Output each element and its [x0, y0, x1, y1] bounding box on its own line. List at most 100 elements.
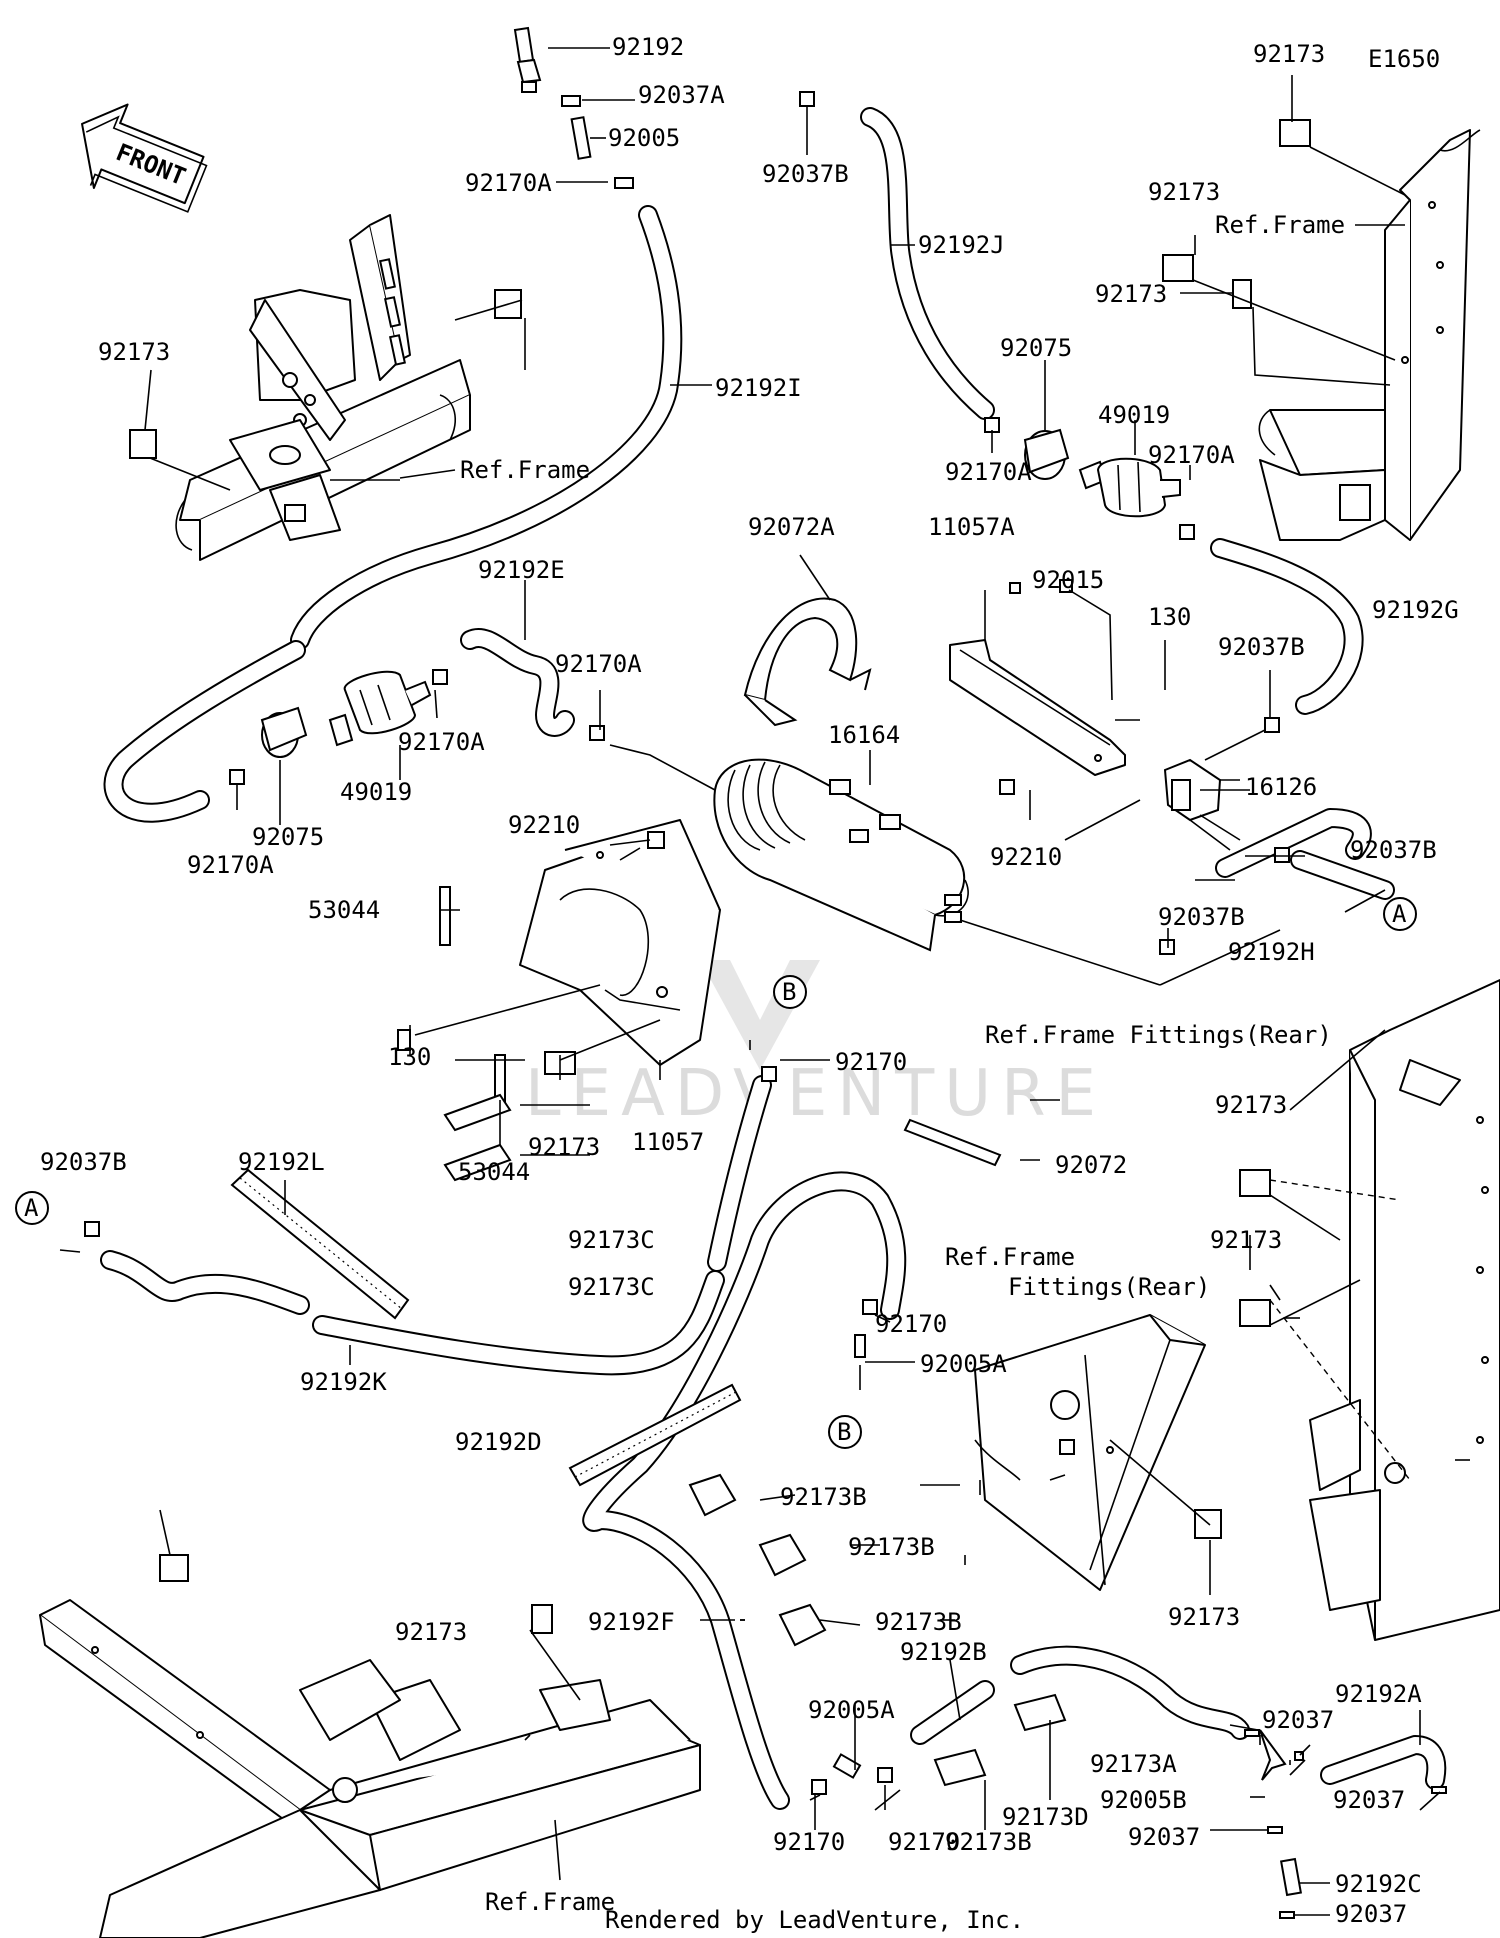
part-labels: 92192 92037A 92005 92170A 92037B 92192J … — [40, 33, 1459, 1928]
part-label: 92037 — [1262, 1706, 1334, 1734]
tube-92192 — [513, 26, 542, 93]
hose-92192H — [1215, 808, 1395, 900]
part-label: 92037 — [1128, 1823, 1200, 1851]
part-label: 53044 — [308, 896, 380, 924]
small-fittings — [84, 91, 1447, 1919]
part-label: 92170A — [945, 458, 1032, 486]
part-label: 92192L — [238, 1148, 325, 1176]
spring-guard-92192L — [230, 1168, 410, 1320]
part-label: 16126 — [1245, 773, 1317, 801]
part-label: 92075 — [252, 823, 324, 851]
part-label: 49019 — [340, 778, 412, 806]
hose-92192C — [1279, 1857, 1303, 1897]
part-label: 92173 — [1095, 280, 1167, 308]
part-label: 92170 — [888, 1828, 960, 1856]
ref-fittings-rear-2a: Ref.Frame — [945, 1243, 1075, 1271]
hose-92192K — [100, 1075, 772, 1376]
part-label: 92005A — [920, 1350, 1007, 1378]
canister-16164 — [713, 758, 969, 952]
part-label: 92173B — [848, 1533, 935, 1561]
part-label: 92173 — [1215, 1091, 1287, 1119]
front-arrow: FRONT — [81, 103, 208, 213]
part-label: 92192K — [300, 1368, 387, 1396]
hose-92192A — [1320, 1735, 1447, 1790]
frame-top-left — [175, 214, 471, 561]
part-label: 92005B — [1100, 1786, 1187, 1814]
part-label: 92173 — [1253, 40, 1325, 68]
part-label: 16164 — [828, 721, 900, 749]
part-label: 92005A — [808, 1696, 895, 1724]
part-label: 92037A — [638, 81, 725, 109]
callout-A-right: A — [1383, 897, 1417, 931]
part-label: 92015 — [1032, 566, 1104, 594]
part-label: 92037B — [40, 1148, 127, 1176]
part-label: 92170A — [465, 169, 552, 197]
callout-B-top-text: B — [782, 978, 796, 1006]
clamp-92075-right — [1023, 428, 1070, 480]
part-label: 92173B — [875, 1608, 962, 1636]
part-label: 92192E — [478, 556, 565, 584]
bracket-11057A — [949, 639, 1126, 776]
hose-92192B — [910, 1645, 1250, 1745]
part-label: 92192F — [588, 1608, 675, 1636]
ref-frame-top-right: Ref.Frame — [1215, 211, 1345, 239]
part-label: 92210 — [508, 811, 580, 839]
part-label: 49019 — [1098, 401, 1170, 429]
part-label: 92192D — [455, 1428, 542, 1456]
fuel-filter-49019-right — [1078, 457, 1181, 518]
part-label: 92173B — [780, 1483, 867, 1511]
valve-16126 — [1163, 758, 1241, 851]
callout-A-right-text: A — [1392, 900, 1407, 928]
part-label: 130 — [1148, 603, 1191, 631]
part-label: 92173 — [1210, 1226, 1282, 1254]
spring-guard-92192D — [568, 1383, 742, 1487]
part-label: 92037B — [1350, 836, 1437, 864]
hose-92192G — [1210, 538, 1364, 715]
part-label: 11057A — [928, 513, 1015, 541]
part-label: 92192 — [612, 33, 684, 61]
frame-top-right — [1258, 129, 1481, 541]
part-label: 92037B — [1158, 903, 1245, 931]
part-label: 92173 — [528, 1133, 600, 1161]
ref-frame-top-left: Ref.Frame — [460, 456, 590, 484]
part-label: 92173 — [395, 1618, 467, 1646]
part-label: 92170 — [773, 1828, 845, 1856]
part-label: 92173B — [945, 1828, 1032, 1856]
part-label: 92072A — [748, 513, 835, 541]
part-label: 130 — [388, 1043, 431, 1071]
part-label: 92173 — [1148, 178, 1220, 206]
ref-fittings-rear-2b: Fittings(Rear) — [1008, 1273, 1210, 1301]
frame-fittings-rear-center — [974, 1314, 1206, 1591]
part-label: 92192G — [1372, 596, 1459, 624]
part-label: 53044 — [458, 1158, 530, 1186]
hose-92192E — [460, 628, 575, 737]
part-label: 92037B — [762, 160, 849, 188]
part-label: 92170A — [398, 728, 485, 756]
frame-fittings-rear-right — [1309, 979, 1500, 1641]
callout-A-left-text: A — [24, 1194, 39, 1222]
callout-B-bottom-text: B — [837, 1418, 851, 1446]
part-label: 92210 — [990, 843, 1062, 871]
fuel-filter-49019-left — [328, 670, 432, 747]
clamp-92075-left — [260, 706, 308, 758]
part-label: 92173C — [568, 1273, 655, 1301]
callout-B-bottom: B — [828, 1415, 862, 1449]
footer-credit: Rendered by LeadVenture, Inc. — [605, 1906, 1024, 1934]
part-label: 92072 — [1055, 1151, 1127, 1179]
part-label: 92173C — [568, 1226, 655, 1254]
part-label: 92192C — [1335, 1870, 1422, 1898]
part-label: 92037 — [1335, 1900, 1407, 1928]
part-label: 92170 — [875, 1310, 947, 1338]
band-92072A — [743, 597, 872, 727]
part-label: 92173D — [1002, 1803, 1089, 1831]
part-label: 92170A — [1148, 441, 1235, 469]
part-label: 92170A — [187, 851, 274, 879]
hose-92192I — [103, 205, 683, 823]
callout-A-left: A — [15, 1191, 49, 1225]
part-label: 92192B — [900, 1638, 987, 1666]
watermark-text: LEADVENTURE — [525, 1057, 1106, 1131]
diagram-code: E1650 — [1368, 45, 1440, 73]
part-label: 92170A — [555, 650, 642, 678]
ref-fittings-rear-1: Ref.Frame Fittings(Rear) — [985, 1021, 1332, 1049]
